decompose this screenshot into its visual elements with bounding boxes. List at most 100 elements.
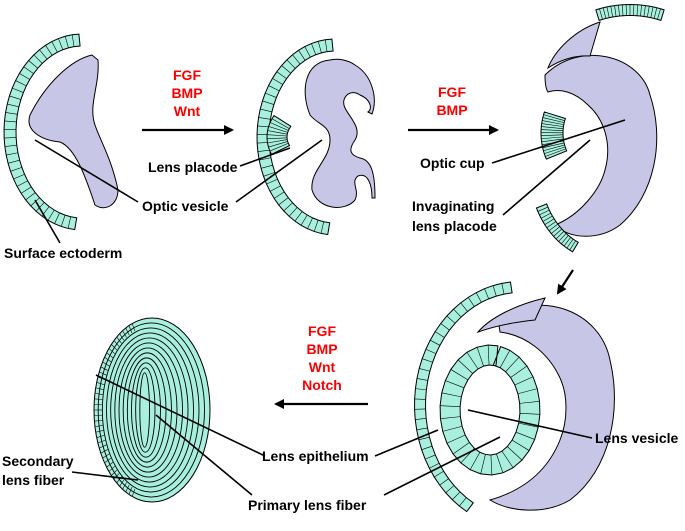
surface-ectoderm-2-cell-border [268,85,280,92]
lens-vesicle-wall-cell-border [457,359,473,374]
surface-ectoderm-1-cell-border [7,103,19,108]
surface-ectoderm-3a-cell-border [636,4,639,16]
optic-cup-stage4 [488,304,615,511]
lens-placode-thickening [266,114,292,156]
surface-ectoderm-3a-cell-border [657,8,661,20]
surface-ectoderm-4-cell-border [418,436,430,441]
surface-ectoderm-1-cell-border [47,209,55,221]
surface-ectoderm-3b-cell-border [569,240,576,251]
surface-ectoderm-4 [414,281,513,513]
lens-placode-cell-border [268,141,288,148]
surface-ectoderm-band-1 [3,33,81,231]
lens-placode-cell-border [269,122,289,131]
lens-epithelium-cell [111,344,118,351]
optic-cup-lip-stage4 [476,297,546,334]
surface-ectoderm-2-cell-border [313,220,319,232]
surface-ectoderm-1-cell-border [13,173,25,180]
lens-vesicle-wall-cell-border [450,369,469,381]
lens-epithelium-cell [128,486,133,495]
lens-epithelium-cell [102,453,110,459]
surface-ectoderm-3b [535,203,579,253]
surface-ectoderm-1-cell-border [30,197,40,207]
lens-epithelium-cell [94,392,103,395]
surface-ectoderm-3a-cell-border [599,8,603,20]
surface-ectoderm-3a-cell-border [650,6,654,18]
lens-epithelium-cell [99,371,107,376]
lens-vesicle-wall-cell-border [476,347,484,367]
lens-placode-cell-border [268,126,288,133]
lens-epithelium-cell [106,462,114,468]
invaginating-placode-cell-border [541,129,564,132]
surface-ectoderm-4-cell-border [425,348,437,354]
lens-epithelium-cell [125,327,130,336]
surface-ectoderm-3a-cell-border [614,5,617,17]
lens-vesicle-wall-cell-border [515,431,535,440]
surface-ectoderm-4-cell-border [430,339,441,346]
lens-placode-cell-border [267,134,288,137]
invaginating-placode-cell-border [541,138,564,143]
surface-ectoderm-3b-cell-border [544,218,555,225]
surface-ectoderm-2-cell-border [320,221,325,234]
lens-epithelium-cell [95,387,104,390]
lens-epithelium-cell [94,398,103,401]
surface-ectoderm-band-4 [414,281,513,513]
process-arrow-3 [556,269,574,295]
surface-ectoderm-4-cell-border [421,445,433,450]
label-surface-ectoderm: Surface ectoderm [4,245,122,261]
lens-epithelium-cell [122,330,127,338]
surface-ectoderm-2-cell-border [294,211,303,222]
surface-ectoderm-2-cell-border [304,46,311,58]
leader-lens-epithelium-1 [374,429,439,457]
surface-ectoderm-band-3 [535,3,665,253]
lens-fiber-ring [122,352,172,468]
stage-3 [535,3,665,253]
lens-vesicle-wall-cell-border [514,376,534,386]
surface-ectoderm-4-cell-border [484,288,490,299]
surface-ectoderm-2-cell-border [278,197,289,206]
label-optic-cup: Optic cup [420,155,485,171]
surface-ectoderm-2-cell-border [265,92,277,98]
surface-ectoderm-2-cell-border [260,164,273,169]
leader-lens-vesicle [467,409,593,439]
lens-epithelium-cell [113,473,120,480]
surface-ectoderm-4-cell-border [475,292,482,303]
invaginating-placode-cell-border [545,148,566,157]
surface-ectoderm-2-cell-border [317,41,322,53]
surface-ectoderm-2-cell-border [260,108,272,113]
lens-vesicle-wall-cell-border [441,392,462,398]
invaginating-placode-cell-border [543,114,565,121]
surface-ectoderm-3b-cell-border [546,221,557,229]
optic-cup-outer-lip [546,21,601,70]
lens-vesicle-wall [439,344,541,476]
lens-epithelium-cell [122,482,127,490]
surface-ectoderm-1-cell-border [6,152,19,156]
invaginating-placode-cell-border [542,120,564,125]
leader-primary-fiber-1 [383,436,501,496]
lens-vesicle-wall-cell-border [501,450,514,468]
surface-ectoderm-2-cell-border [286,59,296,69]
lens-epithelium-cell [113,340,120,347]
signal-step1-2: BMP [171,85,202,101]
surface-ectoderm-1-cell-border [28,60,38,69]
lens-epithelium-cell [102,361,110,367]
lens-epithelium-cell [108,465,116,472]
leader-surface-ectoderm [34,199,61,244]
surface-ectoderm-2-cell-border [307,217,313,229]
lens-epithelium-cell [94,419,103,422]
surface-ectoderm-2-cell-border [311,43,317,55]
lens-epithelium-cell [96,382,105,386]
lens-epithelium-cell [131,488,136,497]
surface-ectoderm-3b-cell-border [553,228,562,237]
surface-ectoderm-1-cell-border [58,38,64,50]
leader-optic-cup [491,119,626,164]
lens-epithelium-cell [119,479,125,487]
surface-ectoderm-1-cell-border [33,54,43,64]
lens-epithelium-cell [125,484,130,493]
lens-vesicle-wall-cell-border [446,434,466,444]
surface-ectoderm-4-cell-border [422,358,433,363]
lens-epithelium-cell [97,439,106,444]
lens-vesicle-wall-cell-border [452,442,470,455]
surface-ectoderm-3b-cell-border [551,226,560,234]
surface-ectoderm-3b-cell-border [542,215,553,222]
lens-fiber-ring [126,357,167,463]
